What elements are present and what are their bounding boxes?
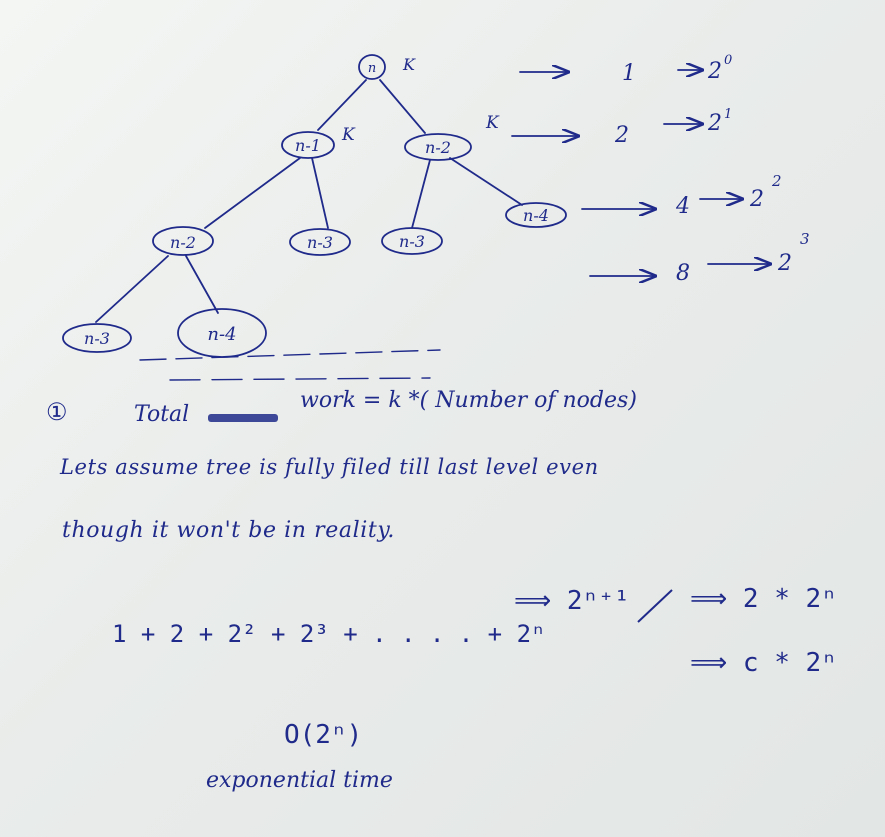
big-o-result: O(2ⁿ) — [284, 720, 363, 750]
tree-node-label: n-4 — [207, 324, 236, 345]
work-annotation: K — [402, 55, 416, 74]
work-annotation: K — [485, 113, 500, 133]
tree-node-label: n-2 — [170, 233, 196, 252]
series-sum-simplified: ⟹ 2 * 2ⁿ — [690, 584, 837, 614]
tree-edge — [317, 79, 367, 131]
tree-node — [505, 202, 567, 228]
series-sum-step: ⟹ 2ⁿ⁺¹ — [514, 586, 630, 616]
assumption-line-2: though it won't be in reality. — [62, 518, 396, 543]
tree-edge — [411, 159, 431, 229]
geometric-series: 1 + 2 + 2² + 2³ + . . . . + 2ⁿ — [112, 620, 546, 648]
power-base: 2 — [707, 59, 722, 84]
recursion-tree: n K n-1 K n-2 K n-2 n-3 n-3 n-4 n-3 n-4 … — [62, 53, 810, 381]
power-base: 2 — [777, 251, 792, 276]
power-base: 2 — [707, 111, 722, 136]
tree-node-label: n-4 — [523, 206, 549, 225]
level-count: 1 — [622, 61, 636, 86]
power-exp: 3 — [800, 230, 810, 248]
tree-node — [404, 133, 472, 161]
scribble-strike — [208, 414, 278, 422]
tree-node-label: n — [368, 61, 376, 76]
power-exp: 0 — [724, 53, 732, 68]
tree-node-label: n-3 — [399, 232, 425, 251]
tree-node — [152, 226, 214, 256]
tree-node — [281, 131, 335, 159]
total-work-label: Total — [134, 402, 190, 427]
tree-edge — [379, 79, 426, 134]
tree-node-label: n-3 — [84, 329, 110, 348]
series-sum-constant: ⟹ c * 2ⁿ — [690, 648, 837, 678]
power-exp: 1 — [724, 107, 732, 122]
tree-edge — [449, 157, 523, 206]
tree-edge — [311, 157, 329, 229]
point-marker: ① — [46, 398, 68, 426]
total-work-equation: work = k *( Number of nodes) — [300, 388, 637, 413]
tree-node-root — [358, 54, 386, 80]
tree-node — [381, 227, 443, 255]
tree-edge — [185, 255, 219, 314]
power-exp: 2 — [771, 172, 782, 190]
tree-edge — [204, 157, 301, 229]
power-base: 2 — [749, 187, 764, 212]
tree-node — [62, 323, 132, 353]
tree-edge — [95, 255, 169, 323]
tree-node-label: n-1 — [295, 136, 321, 155]
tree-node-label: n-2 — [425, 138, 451, 157]
complexity-label: exponential time — [206, 768, 393, 793]
level-count: 2 — [614, 123, 629, 148]
strike-mark — [637, 589, 673, 623]
tree-node — [289, 228, 351, 256]
level-count: 4 — [675, 194, 690, 219]
assumption-line-1: Lets assume tree is fully filed till las… — [60, 455, 599, 479]
level-count: 8 — [676, 261, 690, 286]
work-annotation: K — [341, 125, 356, 145]
tree-node-label: n-3 — [307, 233, 333, 252]
